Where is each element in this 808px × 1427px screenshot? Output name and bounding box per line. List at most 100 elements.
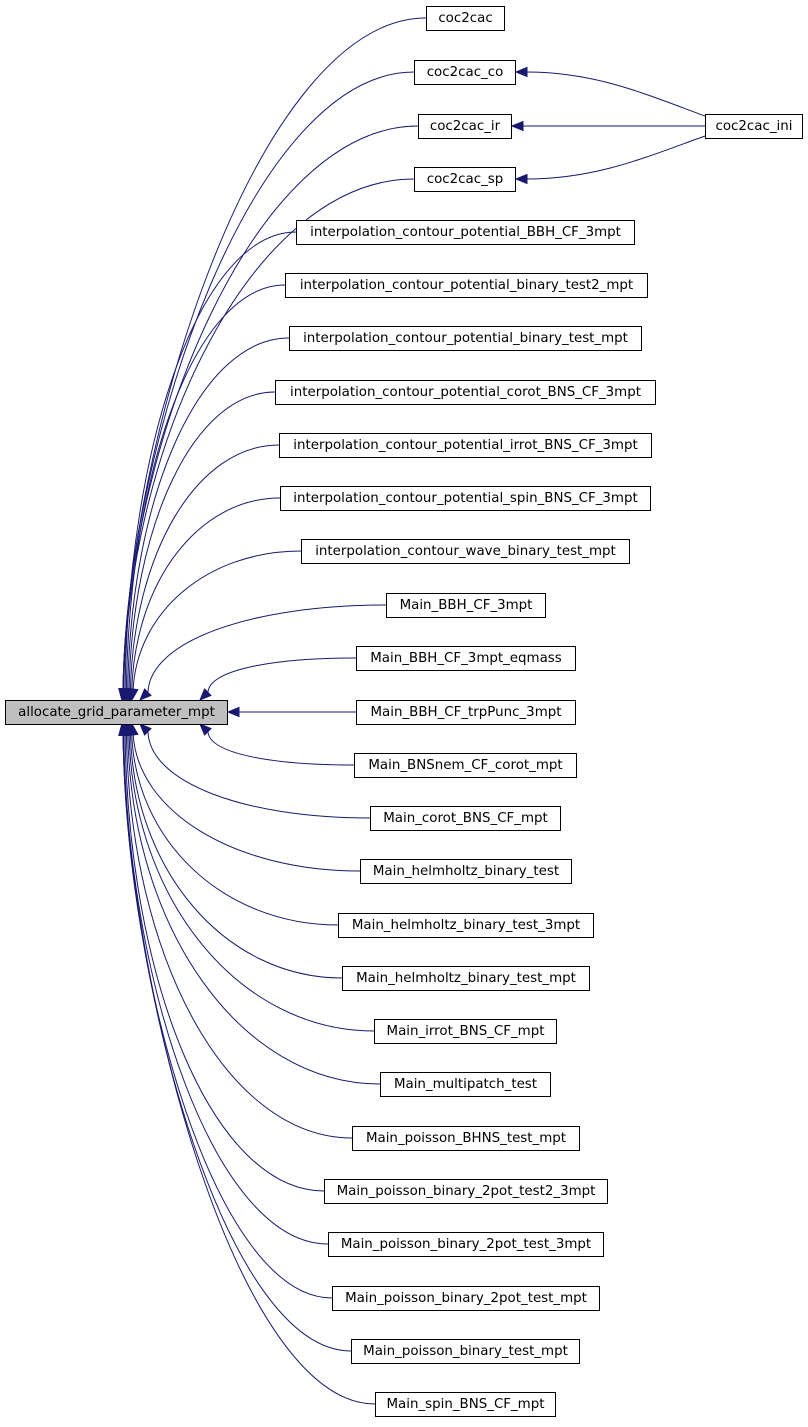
node-label: Main_poisson_binary_2pot_test_3mpt: [341, 1237, 591, 1252]
node-box: [332, 1286, 600, 1311]
edge-main-poisson-binary-2pot-test-mpt-to-allocate-grid-parameter-mpt: [118, 722, 333, 1299]
edge-main-bbh-cf-3mpt-to-allocate-grid-parameter-mpt: [139, 604, 387, 701]
edge-line: [124, 231, 297, 693]
node-label: Main_irrot_BNS_CF_mpt: [387, 1024, 545, 1039]
edge-line: [128, 731, 375, 1032]
node-interpolation-contour-potential-corot-bns-cf-3mpt[interactable]: interpolation_contour_potential_corot_BN…: [275, 380, 656, 405]
node-main-multipatch-test[interactable]: Main_multipatch_test: [380, 1072, 551, 1097]
node-label: Main_helmholtz_binary_test_mpt: [356, 971, 576, 986]
node-main-poisson-binary-2pot-test-mpt[interactable]: Main_poisson_binary_2pot_test_mpt: [332, 1286, 600, 1311]
node-label: interpolation_contour_potential_irrot_BN…: [293, 438, 637, 453]
edge-line: [132, 550, 302, 693]
node-box: [328, 1232, 604, 1257]
node-coc2cac-ini[interactable]: coc2cac_ini: [705, 114, 803, 139]
node-main-irrot-bns-cf-mpt[interactable]: Main_irrot_BNS_CF_mpt: [374, 1019, 557, 1044]
edge-line: [129, 444, 280, 693]
edge-line: [123, 178, 415, 693]
node-box: [374, 1019, 557, 1044]
node-box: [285, 273, 648, 298]
edge-main-helmholtz-binary-test-to-allocate-grid-parameter-mpt: [128, 722, 361, 872]
edge-coc2cac-ini-to-coc2cac-ir: [510, 120, 705, 132]
node-label: Main_poisson_binary_2pot_test_mpt: [345, 1291, 587, 1306]
node-box: [418, 114, 512, 139]
node-box: [414, 167, 516, 192]
node-label: Main_BBH_CF_3mpt_eqmass: [370, 651, 562, 666]
edge-line: [207, 657, 357, 693]
node-box: [414, 60, 516, 85]
node-interpolation-contour-potential-irrot-bns-cf-3mpt[interactable]: interpolation_contour_potential_irrot_BN…: [279, 433, 652, 458]
node-label: interpolation_contour_potential_spin_BNS…: [293, 491, 637, 506]
node-main-poisson-binary-2pot-test2-3mpt[interactable]: Main_poisson_binary_2pot_test2_3mpt: [324, 1179, 608, 1204]
node-label: Main_multipatch_test: [394, 1077, 537, 1092]
node-label: Main_BBH_CF_trpPunc_3mpt: [371, 705, 562, 720]
edge-line: [129, 731, 343, 979]
node-main-spin-bns-cf-mpt[interactable]: Main_spin_BNS_CF_mpt: [375, 1392, 556, 1417]
edge-arrowhead: [510, 120, 524, 132]
node-main-bbh-cf-3mpt[interactable]: Main_BBH_CF_3mpt: [386, 593, 546, 618]
node-box: [289, 326, 642, 351]
node-interpolation-contour-wave-binary-test-mpt[interactable]: interpolation_contour_wave_binary_test_m…: [301, 539, 630, 564]
node-label: coc2cac_co: [427, 65, 504, 80]
node-box: [5, 700, 228, 725]
node-interpolation-contour-potential-binary-test-mpt[interactable]: interpolation_contour_potential_binary_t…: [289, 326, 642, 351]
node-label: interpolation_contour_potential_corot_BN…: [290, 385, 641, 400]
node-main-bbh-cf-trppunc-3mpt[interactable]: Main_BBH_CF_trpPunc_3mpt: [356, 700, 576, 725]
node-main-corot-bns-cf-mpt[interactable]: Main_corot_BNS_CF_mpt: [370, 806, 561, 831]
node-interpolation-contour-potential-spin-bns-cf-3mpt[interactable]: interpolation_contour_potential_spin_BNS…: [280, 486, 651, 511]
edge-arrowhead: [199, 688, 212, 701]
edge-arrowhead: [139, 723, 152, 736]
node-box: [380, 1072, 551, 1097]
node-box: [354, 753, 577, 778]
edge-arrowhead: [199, 723, 212, 736]
edge-arrowhead: [139, 688, 152, 701]
edge-coc2cac-ini-to-coc2cac-co: [514, 66, 706, 117]
edge-line: [127, 731, 381, 1085]
edge-main-irrot-bns-cf-mpt-to-allocate-grid-parameter-mpt: [124, 722, 375, 1032]
edge-main-poisson-binary-2pot-test2-3mpt-to-allocate-grid-parameter-mpt: [120, 722, 325, 1192]
node-main-helmholtz-binary-test-mpt[interactable]: Main_helmholtz_binary_test_mpt: [342, 966, 590, 991]
node-label: Main_corot_BNS_CF_mpt: [383, 811, 548, 826]
node-main-bnsnem-cf-corot-mpt[interactable]: Main_BNSnem_CF_corot_mpt: [354, 753, 577, 778]
node-main-poisson-binary-test-mpt[interactable]: Main_poisson_binary_test_mpt: [351, 1339, 580, 1364]
node-label: allocate_grid_parameter_mpt: [18, 705, 215, 720]
node-box: [426, 6, 505, 31]
node-box: [279, 433, 652, 458]
edge-line: [128, 391, 276, 693]
node-interpolation-contour-potential-bbh-cf-3mpt[interactable]: interpolation_contour_potential_BBH_CF_3…: [296, 220, 635, 245]
edge-interpolation-contour-potential-bbh-cf-3mpt-to-allocate-grid-parameter-mpt: [120, 231, 297, 702]
node-allocate-grid-parameter-mpt[interactable]: allocate_grid_parameter_mpt: [5, 700, 228, 725]
node-coc2cac-ir[interactable]: coc2cac_ir: [418, 114, 512, 139]
edge-arrowhead: [118, 722, 129, 737]
edge-interpolation-contour-potential-irrot-bns-cf-3mpt-to-allocate-grid-parameter-mpt: [125, 444, 280, 702]
edge-main-poisson-bhns-test-mpt-to-allocate-grid-parameter-mpt: [121, 722, 353, 1139]
edge-line: [122, 731, 376, 1405]
node-label: interpolation_contour_potential_BBH_CF_3…: [310, 225, 621, 240]
node-main-poisson-bhns-test-mpt[interactable]: Main_poisson_BHNS_test_mpt: [352, 1126, 580, 1151]
node-box: [705, 114, 803, 139]
node-main-bbh-cf-3mpt-eqmass[interactable]: Main_BBH_CF_3mpt_eqmass: [356, 646, 576, 671]
edge-arrowhead: [514, 173, 528, 185]
node-box: [342, 966, 590, 991]
node-coc2cac-co[interactable]: coc2cac_co: [414, 60, 516, 85]
node-main-helmholtz-binary-test[interactable]: Main_helmholtz_binary_test: [360, 859, 572, 884]
node-label: interpolation_contour_potential_binary_t…: [303, 331, 628, 346]
edge-line: [122, 731, 333, 1299]
node-label: interpolation_contour_potential_binary_t…: [300, 278, 633, 293]
node-coc2cac[interactable]: coc2cac: [426, 6, 505, 31]
edge-coc2cac-to-allocate-grid-parameter-mpt: [118, 17, 427, 702]
node-main-helmholtz-binary-test-3mpt[interactable]: Main_helmholtz_binary_test_3mpt: [338, 913, 594, 938]
edge-line: [147, 731, 371, 819]
node-box: [386, 593, 546, 618]
edge-line: [132, 731, 361, 872]
node-box: [352, 1126, 580, 1151]
node-interpolation-contour-potential-binary-test2-mpt[interactable]: interpolation_contour_potential_binary_t…: [285, 273, 648, 298]
node-label: coc2cac: [438, 11, 492, 26]
edge-arrowhead: [226, 706, 240, 718]
node-main-poisson-binary-2pot-test-3mpt[interactable]: Main_poisson_binary_2pot_test_3mpt: [328, 1232, 604, 1257]
edge-line: [207, 731, 355, 766]
node-box: [360, 859, 572, 884]
node-coc2cac-sp[interactable]: coc2cac_sp: [414, 167, 516, 192]
edge-line: [122, 125, 419, 693]
edge-arrowhead: [514, 66, 528, 78]
node-label: interpolation_contour_wave_binary_test_m…: [315, 544, 616, 559]
